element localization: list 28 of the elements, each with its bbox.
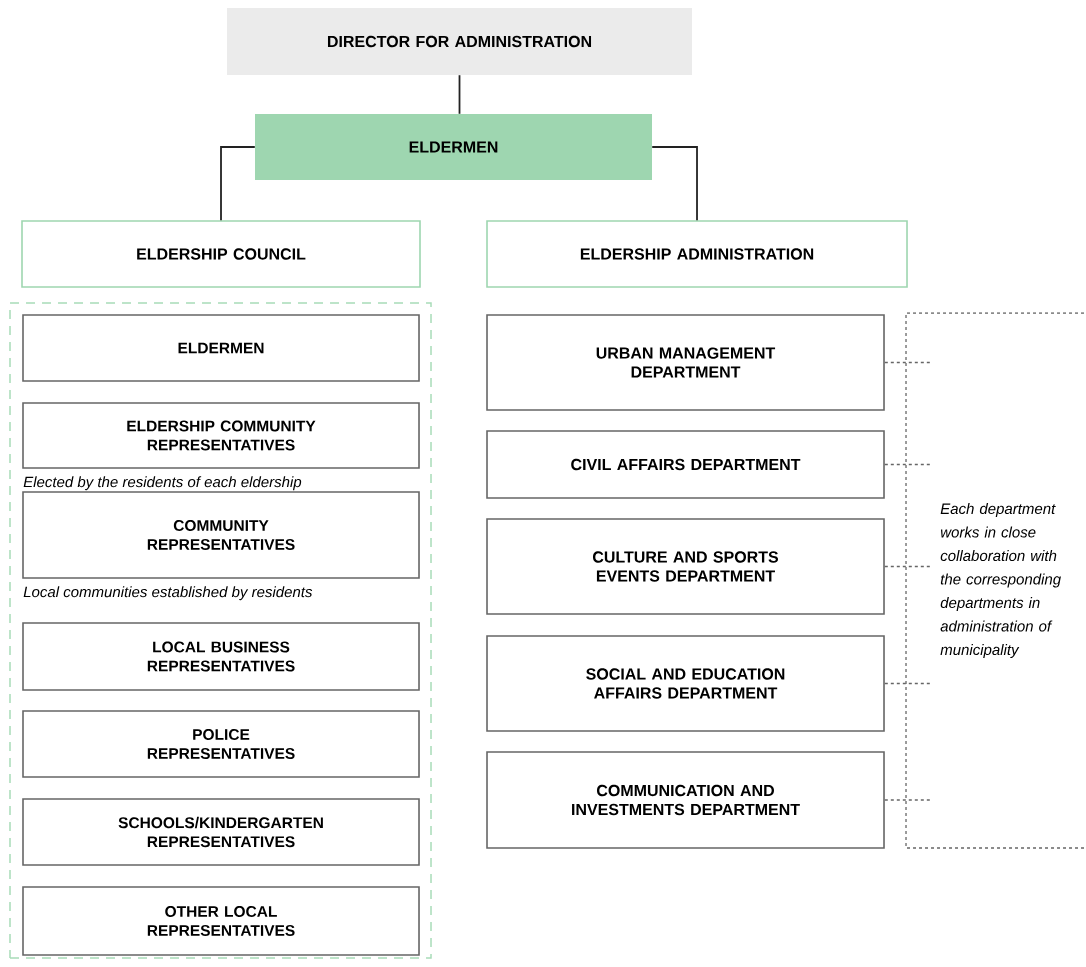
department-box: SOCIAL AND EDUCATION AFFAIRS DEPARTMENT — [486, 635, 885, 732]
department-box: COMMUNICATION AND INVESTMENTS DEPARTMENT — [486, 751, 885, 849]
member-box: COMMUNITY REPRESENTATIVES — [22, 491, 420, 579]
branch-box: ELDERSHIP ADMINISTRATION — [486, 220, 908, 288]
member-box: ELDERMEN — [22, 314, 420, 382]
branch-box: ELDERSHIP COUNCIL — [21, 220, 421, 288]
note-frame: Each department works in close collaboration with the corresponding departments in administration of municipality — [905, 312, 1086, 849]
member-box: POLICE REPRESENTATIVES — [22, 710, 420, 778]
dotted-connector — [884, 463, 931, 466]
department-box: CIVIL AFFAIRS DEPARTMENT — [486, 430, 885, 499]
note-text: Local communities established by residents — [23, 586, 313, 601]
dotted-connector — [884, 361, 931, 364]
member-box: SCHOOLS/KINDERGARTEN REPRESENTATIVES — [22, 798, 420, 866]
dotted-connector — [884, 565, 931, 568]
title-box: DIRECTOR FOR ADMINISTRATION — [227, 8, 692, 75]
member-box: LOCAL BUSINESS REPRESENTATIVES — [22, 622, 420, 691]
connector-line — [220, 146, 256, 222]
dotted-connector — [884, 799, 931, 801]
member-box: OTHER LOCAL REPRESENTATIVES — [22, 886, 420, 956]
connector-line — [458, 74, 461, 115]
connector-line — [651, 146, 698, 222]
note-text: Elected by the residents of each eldership — [23, 476, 302, 491]
eldermen-box: ELDERMEN — [255, 114, 652, 180]
department-box: CULTURE AND SPORTS EVENTS DEPARTMENT — [486, 518, 885, 615]
dotted-connector — [884, 682, 931, 685]
member-box: ELDERSHIP COMMUNITY REPRESENTATIVES — [22, 402, 420, 469]
group-frame — [9, 302, 432, 959]
department-box: URBAN MANAGEMENT DEPARTMENT — [486, 314, 885, 411]
